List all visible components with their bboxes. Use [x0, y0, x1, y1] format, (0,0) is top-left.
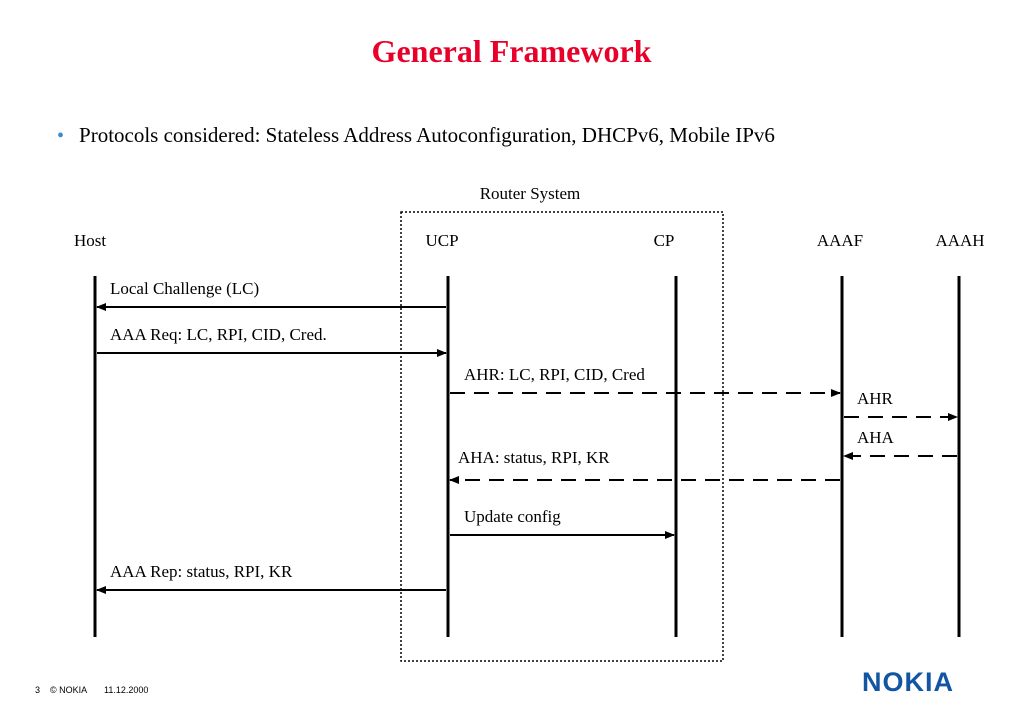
lifeline-label-ucp: UCP: [425, 231, 458, 250]
bullet-text: Protocols considered: Stateless Address …: [79, 123, 775, 147]
lifeline-label-aaah: AAAH: [935, 231, 984, 250]
message-label: AHA: [857, 428, 895, 447]
footer-copyright: © NOKIA: [50, 685, 88, 695]
lifeline-label-cp: CP: [654, 231, 675, 250]
message-label: AHA: status, RPI, KR: [458, 448, 610, 467]
router-system-label: Router System: [480, 184, 581, 203]
lifeline-label-aaaf: AAAF: [817, 231, 863, 250]
message-label: Update config: [464, 507, 561, 526]
bullet-item: • Protocols considered: Stateless Address…: [57, 123, 775, 148]
router-system-box: [400, 211, 724, 662]
footer-date: 11.12.2000: [104, 685, 149, 695]
message-label: Local Challenge (LC): [110, 279, 259, 298]
lifeline-label-host: Host: [74, 231, 106, 250]
bullet-dot-icon: •: [57, 125, 65, 147]
message-label: AAA Rep: status, RPI, KR: [110, 562, 293, 581]
footer-page-number: 3: [35, 685, 41, 695]
page-title: General Framework: [371, 33, 652, 69]
message-label: AAA Req: LC, RPI, CID, Cred.: [110, 325, 327, 344]
message-label: AHR: [857, 389, 894, 408]
nokia-logo: NOKIA: [862, 667, 954, 697]
message-label: AHR: LC, RPI, CID, Cred: [464, 365, 645, 384]
